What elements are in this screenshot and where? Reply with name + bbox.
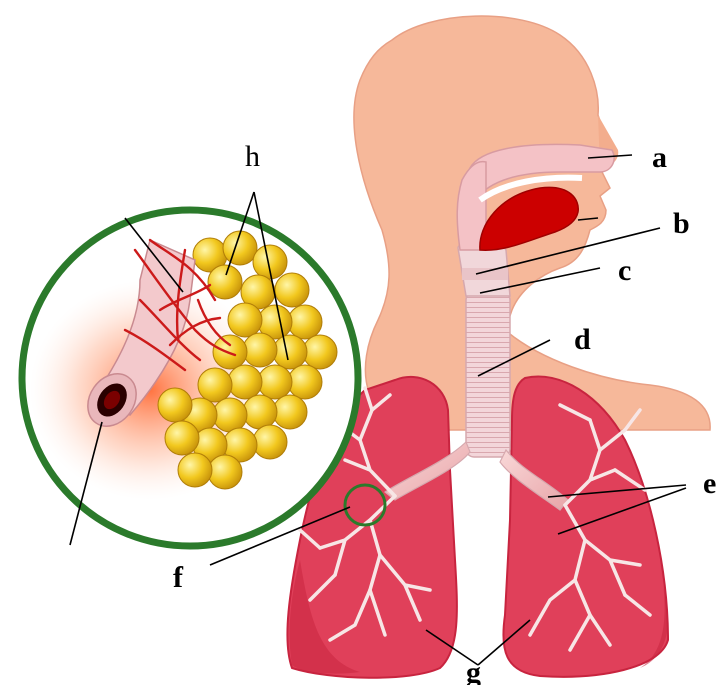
larynx-band bbox=[462, 268, 508, 280]
magnified-alveoli-view bbox=[22, 210, 358, 546]
label-f: f bbox=[173, 561, 184, 594]
label-d: d bbox=[574, 323, 591, 356]
trachea bbox=[466, 292, 510, 457]
label-e: e bbox=[703, 467, 716, 500]
label-c: c bbox=[618, 254, 631, 287]
label-b: b bbox=[673, 207, 690, 240]
label-a: a bbox=[652, 141, 667, 174]
label-h: h bbox=[245, 140, 260, 173]
label-g: g bbox=[466, 656, 481, 685]
